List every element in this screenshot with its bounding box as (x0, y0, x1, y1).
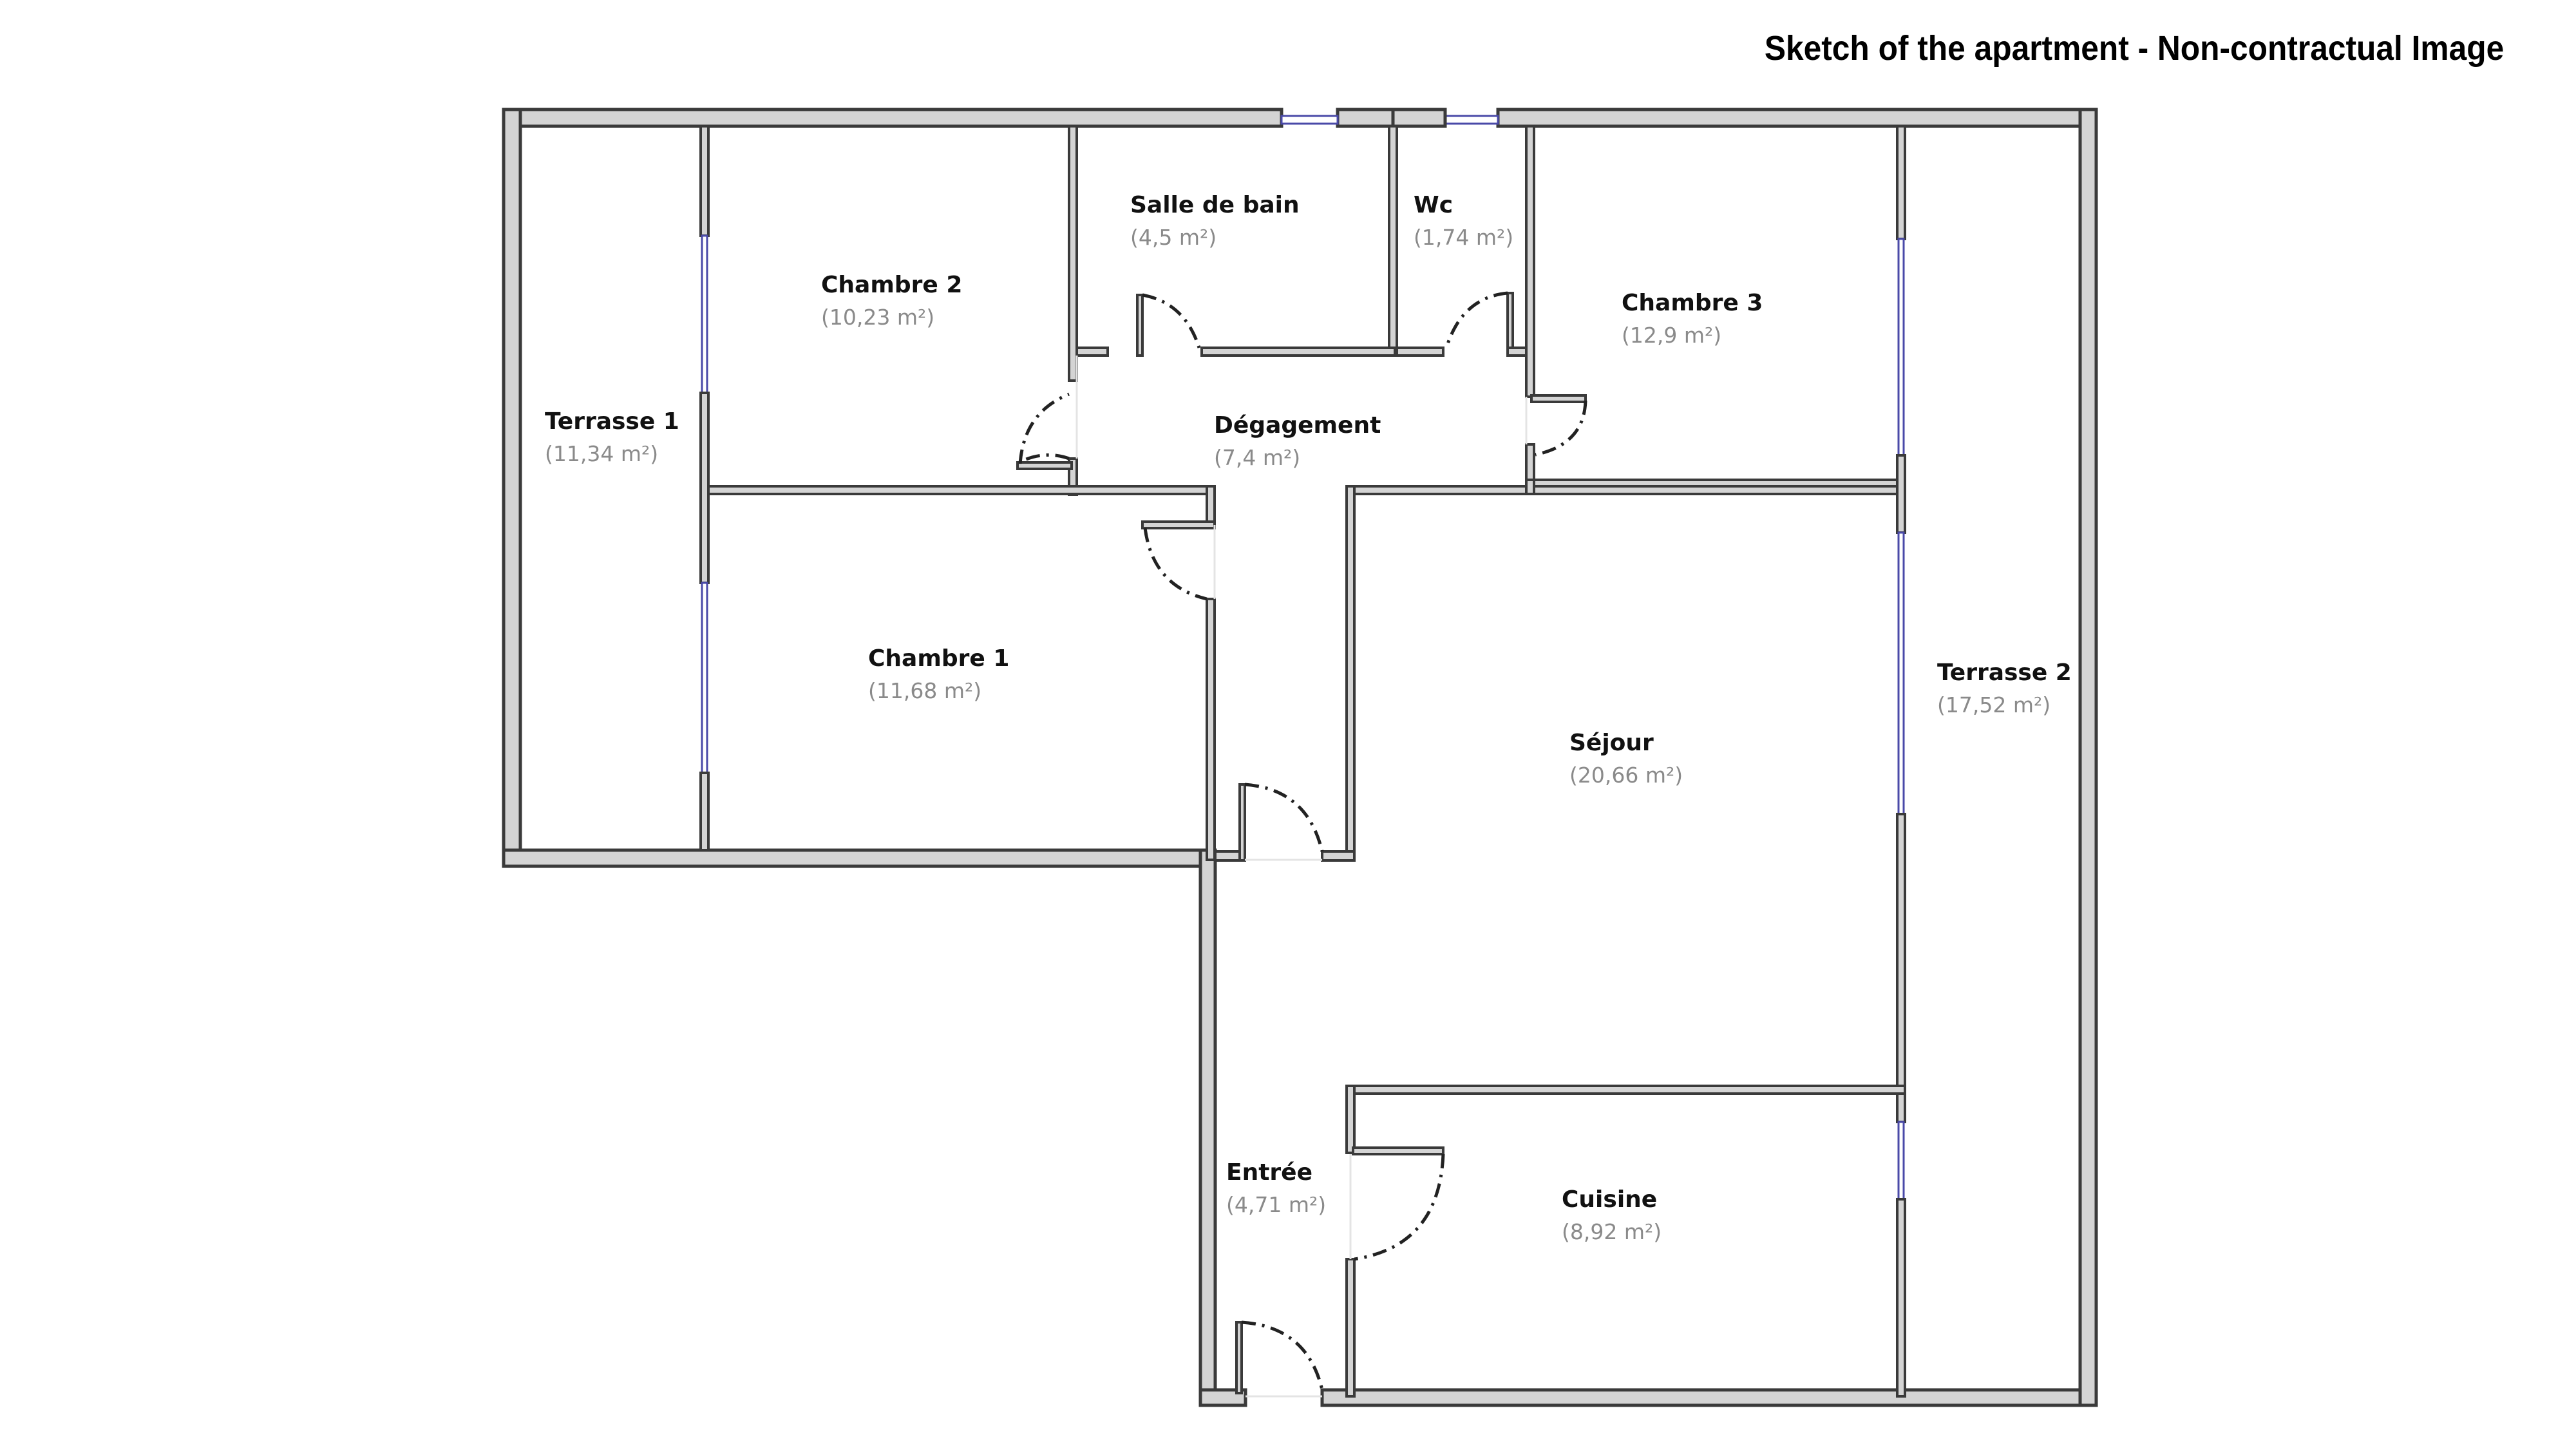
door-cuisine (1354, 1154, 1445, 1261)
window-wc (1444, 115, 1499, 125)
room-name-cuisine: Cuisine (1562, 1186, 1657, 1213)
room-labels: Terrasse 1 (11,34 m²) Chambre 2 (10,23 m… (545, 192, 2072, 1244)
top-windows (1280, 108, 1499, 128)
room-name-sejour: Séjour (1569, 730, 1654, 756)
door-swings (1018, 291, 1587, 1398)
door-chambre1 (1143, 527, 1208, 601)
room-name-terrasse2: Terrasse 2 (1937, 660, 2072, 686)
room-area-sejour: (20,66 m²) (1569, 763, 1683, 788)
room-area-chambre3: (12,9 m²) (1622, 323, 1721, 348)
room-name-chambre3: Chambre 3 (1622, 290, 1763, 316)
room-name-salle-de-bain: Salle de bain (1130, 192, 1300, 218)
room-name-wc: Wc (1414, 192, 1453, 218)
door-salle-de-bain (1142, 293, 1201, 348)
room-area-degagement: (7,4 m²) (1214, 445, 1300, 470)
room-name-entree: Entrée (1226, 1159, 1312, 1186)
room-area-wc: (1,74 m²) (1414, 225, 1513, 250)
page-title: Sketch of the apartment - Non-contractua… (1764, 29, 2504, 68)
door-entree (1241, 1320, 1324, 1391)
room-name-terrasse1: Terrasse 1 (545, 408, 679, 435)
interior-walls (699, 125, 1906, 1398)
room-name-chambre1: Chambre 1 (868, 645, 1009, 672)
outer-walls (502, 108, 2098, 1407)
door-sejour (1244, 783, 1324, 852)
room-area-chambre2: (10,23 m²) (821, 305, 934, 330)
room-area-chambre1: (11,68 m²) (868, 678, 981, 703)
room-name-degagement: Dégagement (1214, 412, 1381, 439)
room-area-salle-de-bain: (4,5 m²) (1130, 225, 1217, 250)
room-area-entree: (4,71 m²) (1226, 1192, 1326, 1217)
door-wc (1444, 291, 1508, 348)
room-name-chambre2: Chambre 2 (821, 272, 962, 298)
door-chambre2 (1018, 453, 1070, 464)
room-area-terrasse2: (17,52 m²) (1937, 692, 2050, 717)
room-area-cuisine: (8,92 m²) (1562, 1219, 1662, 1244)
window-salle-de-bain (1280, 115, 1339, 125)
door-chambre3 (1535, 400, 1587, 457)
room-area-terrasse1: (11,34 m²) (545, 441, 658, 466)
